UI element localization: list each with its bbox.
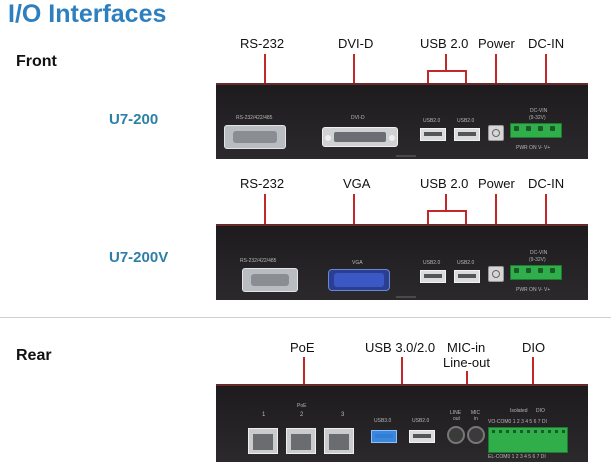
section-front: Front [16,53,57,70]
dvid-port [322,127,398,147]
callout-dcin-v: DC-IN [528,176,565,191]
label-usb3: USB3.0 [374,418,392,424]
panel-notch-v [396,296,416,298]
dio-terminal-block [488,427,568,453]
label-dio-panel: DIO [536,408,545,414]
label-pins-v: PWR ON V- V+ [516,287,551,293]
dc-terminal-block-v [510,265,562,280]
line-out-jack [447,426,465,444]
label-usb2-rear: USB2.0 [412,418,430,424]
label-usb2: USB2.0 [457,118,475,124]
callout-vga: VGA [343,176,371,191]
usb-port-2-v [454,270,480,283]
label-mic-sub: in [474,416,478,422]
label-rs: RS-232/422/485 [236,115,273,121]
label-usb2-v: USB2.0 [457,260,475,266]
usb3-port [371,430,397,443]
label-lan2: 2 [300,412,304,418]
section-divider [0,317,611,318]
label-isolated: Isolated [510,408,528,414]
lan-port-1 [248,428,278,454]
rs232-port [224,125,286,149]
label-pins: PWR ON V- V+ [516,145,551,151]
callout-dcin: DC-IN [528,36,565,51]
rs232-port-v [242,268,298,292]
lan-port-2 [286,428,316,454]
callout-rs232: RS-232 [240,36,285,51]
label-dcvin: DC-VIN [530,108,548,114]
front-panel-u7-200v: RS-232/422/485 VGA USB2.0 USB2.0 DC-VIN … [216,224,588,300]
lan-port-3 [324,428,354,454]
power-button-icon [488,125,504,141]
section-rear: Rear [16,347,52,364]
label-lan1: 1 [262,412,266,418]
callout-line-usb-v [445,194,447,210]
callout-power-v: Power [478,176,515,191]
label-mic: MIC [471,410,481,416]
label-lan3: 3 [341,412,345,418]
front-panel-u7-200: RS-232/422/485 DVI-D USB2.0 USB2.0 DC-VI… [216,83,588,159]
label-range: (9-32V) [529,115,546,121]
label-usb1-v: USB2.0 [423,260,441,266]
label-usb1: USB2.0 [423,118,441,124]
label-rs-v: RS-232/422/485 [240,258,277,264]
usb2-port-rear [409,430,435,443]
callout-mic: MIC-in [447,340,486,355]
callout-line-poe [303,357,305,401]
dc-terminal-block [510,123,562,138]
callout-dio: DIO [522,340,546,355]
rear-panel: 1 2 3 PoE USB3.0 USB2.0 LINE out MIC in … [216,384,588,462]
callout-power: Power [478,36,515,51]
callout-usb-v: USB 2.0 [420,176,469,191]
usb-port-2 [454,128,480,141]
panel-notch [396,155,416,157]
mic-in-jack [467,426,485,444]
usb-port-1 [420,128,446,141]
label-vga: VGA [352,260,363,266]
label-line: LINE [450,410,462,416]
model-u7-200v: U7-200V [109,249,169,266]
callout-line: Line-out [443,355,490,370]
label-poe: PoE [297,403,307,409]
callout-line-dcin-v [545,194,547,252]
callout-line-usb-bar [427,70,467,72]
vga-port [328,269,390,291]
callout-usb-rear: USB 3.0/2.0 [365,340,436,355]
label-top-pins: VO-COM0 1 2 3 4 5 6 7 DI [488,419,547,425]
power-button-icon-v [488,266,504,282]
label-range-v: (9-32V) [529,257,546,263]
usb-port-1-v [420,270,446,283]
callout-poe: PoE [290,340,315,355]
page-title: I/O Interfaces [8,0,167,28]
label-dvi: DVI-D [351,115,365,121]
callout-dvid: DVI-D [338,36,374,51]
label-dcvin-v: DC-VIN [530,250,548,256]
callout-line-usb [445,54,447,70]
callout-rs232-v: RS-232 [240,176,285,191]
label-bottom-pins: EL-COM0 1 2 3 4 5 6 7 DI [488,454,546,460]
callout-line-usb-v-bar [427,210,467,212]
model-u7-200: U7-200 [109,111,159,128]
callout-usb: USB 2.0 [420,36,469,51]
label-line-sub: out [453,416,460,422]
